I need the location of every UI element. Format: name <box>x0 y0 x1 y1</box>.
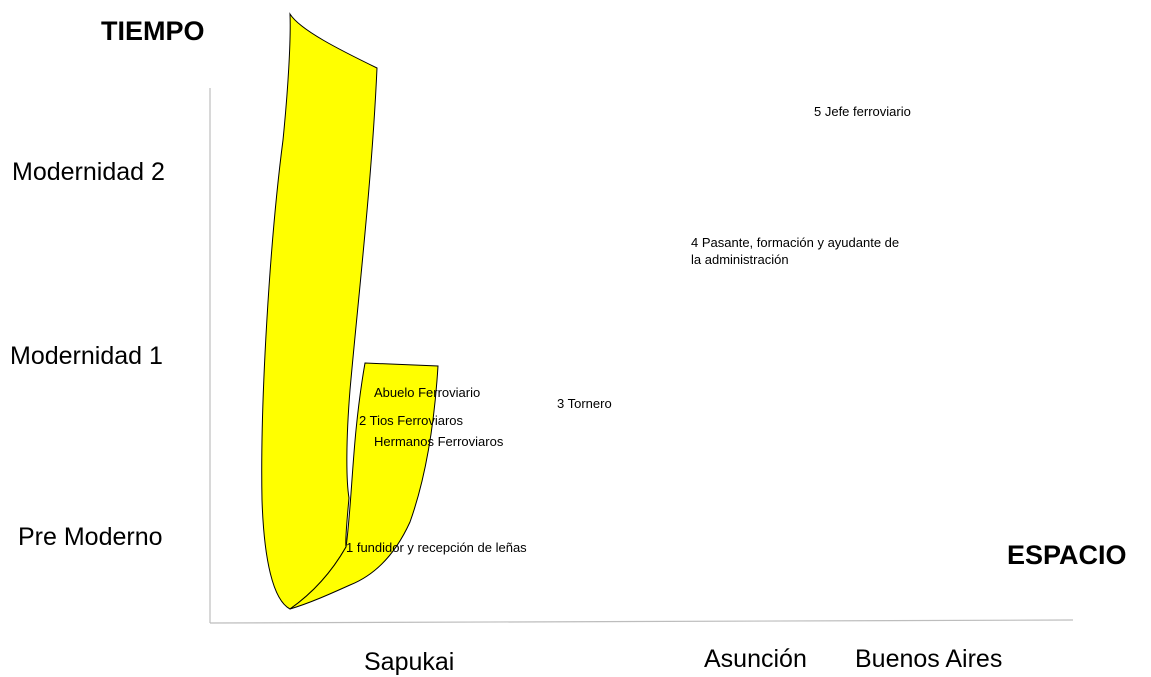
event-hermanos-ferroviaros: Hermanos Ferroviaros <box>374 434 504 449</box>
event-fundidor: 1 fundidor y recepción de leñas <box>346 540 527 555</box>
x-axis-line <box>209 619 1074 624</box>
period-modernidad-2: Modernidad 2 <box>12 158 165 186</box>
event-tios-ferroviaros: 2 Tios Ferroviaros <box>359 413 464 428</box>
period-modernidad-1: Modernidad 1 <box>10 342 163 370</box>
event-abuelo-ferroviario: Abuelo Ferroviario <box>374 385 481 400</box>
x-axis-title: ESPACIO <box>1007 540 1127 570</box>
ribbon-short-strand <box>289 362 439 610</box>
event-pasante-line-1: 4 Pasante, formación y ayudante de <box>691 235 900 250</box>
y-axis-title: TIEMPO <box>101 16 205 46</box>
event-tornero: 3 Tornero <box>557 396 612 411</box>
place-buenos-aires: Buenos Aires <box>855 645 1003 673</box>
event-jefe-ferroviario: 5 Jefe ferroviario <box>814 104 911 119</box>
event-pasante-line-2: la administración <box>691 252 789 267</box>
place-asuncion: Asunción <box>704 645 807 673</box>
place-sapukai: Sapukai <box>364 648 455 676</box>
period-pre-moderno: Pre Moderno <box>18 523 163 551</box>
